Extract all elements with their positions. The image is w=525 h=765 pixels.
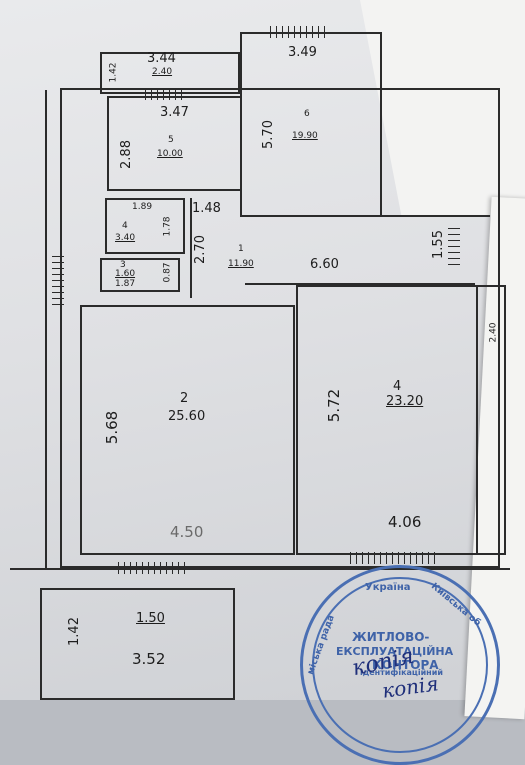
room4-width: 4.06 (388, 513, 422, 531)
stamp-line-2: ЕКСПЛУАТАЦІЙНА (336, 645, 454, 658)
room5-area: 10.00 (157, 149, 183, 159)
bottom-exterior-line (10, 568, 510, 570)
room3-number: 3 (120, 260, 126, 270)
hall-length: 6.60 (310, 257, 339, 272)
balcony-side: 1.42 (66, 617, 82, 646)
room2-height: 5.68 (103, 410, 122, 445)
room5-width: 3.47 (160, 105, 189, 120)
hall-bottom-line (245, 283, 475, 285)
hall-side: 1.55 (430, 230, 446, 259)
stamp-ring-4: ідентифікаційний (360, 668, 443, 677)
room4-partial: 2.40 (488, 322, 499, 343)
stamp-line-3: КОНТОРА (372, 658, 439, 672)
room4-area: 23.20 (386, 394, 424, 409)
room2-number: 2 (180, 391, 189, 406)
room6-number: 6 (304, 109, 310, 119)
room5-number: 5 (168, 135, 174, 145)
room4s-area: 3.40 (115, 233, 136, 243)
room5-height: 2.88 (118, 140, 134, 169)
room3-area: 1.87 (115, 279, 136, 289)
window-room5 (145, 88, 185, 100)
hall-width: 1.48 (192, 201, 221, 216)
window-right (448, 225, 460, 265)
balcony-width: 3.52 (132, 650, 166, 668)
room2-area: 25.60 (168, 409, 206, 424)
wall-room-2 (80, 305, 295, 555)
room6-height: 5.70 (260, 120, 276, 149)
wall-outer (60, 88, 500, 568)
window-bottom-right (350, 552, 440, 564)
top-width-label: 3.44 (147, 51, 176, 66)
wall-right-partial (476, 285, 506, 555)
wall-balcony (40, 588, 235, 700)
window-left (52, 255, 64, 305)
room3-height: 0.87 (162, 262, 173, 283)
wall-room-4-small (105, 198, 185, 254)
room4-number: 4 (393, 379, 402, 394)
stamp-ring-1: Україна (365, 582, 411, 593)
room6-area: 19.90 (292, 131, 318, 141)
room4-height: 5.72 (325, 388, 344, 423)
hall-mid-line (190, 198, 192, 298)
hall-top-line (380, 215, 490, 217)
room6-width: 3.49 (288, 45, 317, 60)
stamp-line-1: ЖИТЛОВО- (352, 630, 430, 644)
room4s-number: 4 (122, 221, 128, 231)
top-side-label: 1.42 (108, 62, 119, 83)
room3-width: 1.60 (115, 269, 136, 279)
wall-room-3 (100, 258, 180, 292)
balcony-inner: 1.50 (136, 611, 165, 626)
hall-area: 11.90 (228, 259, 254, 269)
hall-height: 2.70 (192, 235, 208, 264)
hall-number: 1 (238, 244, 244, 254)
room2-width: 4.50 (170, 523, 204, 541)
room4s-width: 1.89 (132, 202, 153, 212)
top-sub-label: 2.40 (152, 67, 173, 77)
left-exterior-line (45, 90, 47, 570)
window-top (270, 26, 325, 38)
window-bottom-left (118, 562, 188, 574)
room4s-height: 1.78 (162, 216, 173, 237)
